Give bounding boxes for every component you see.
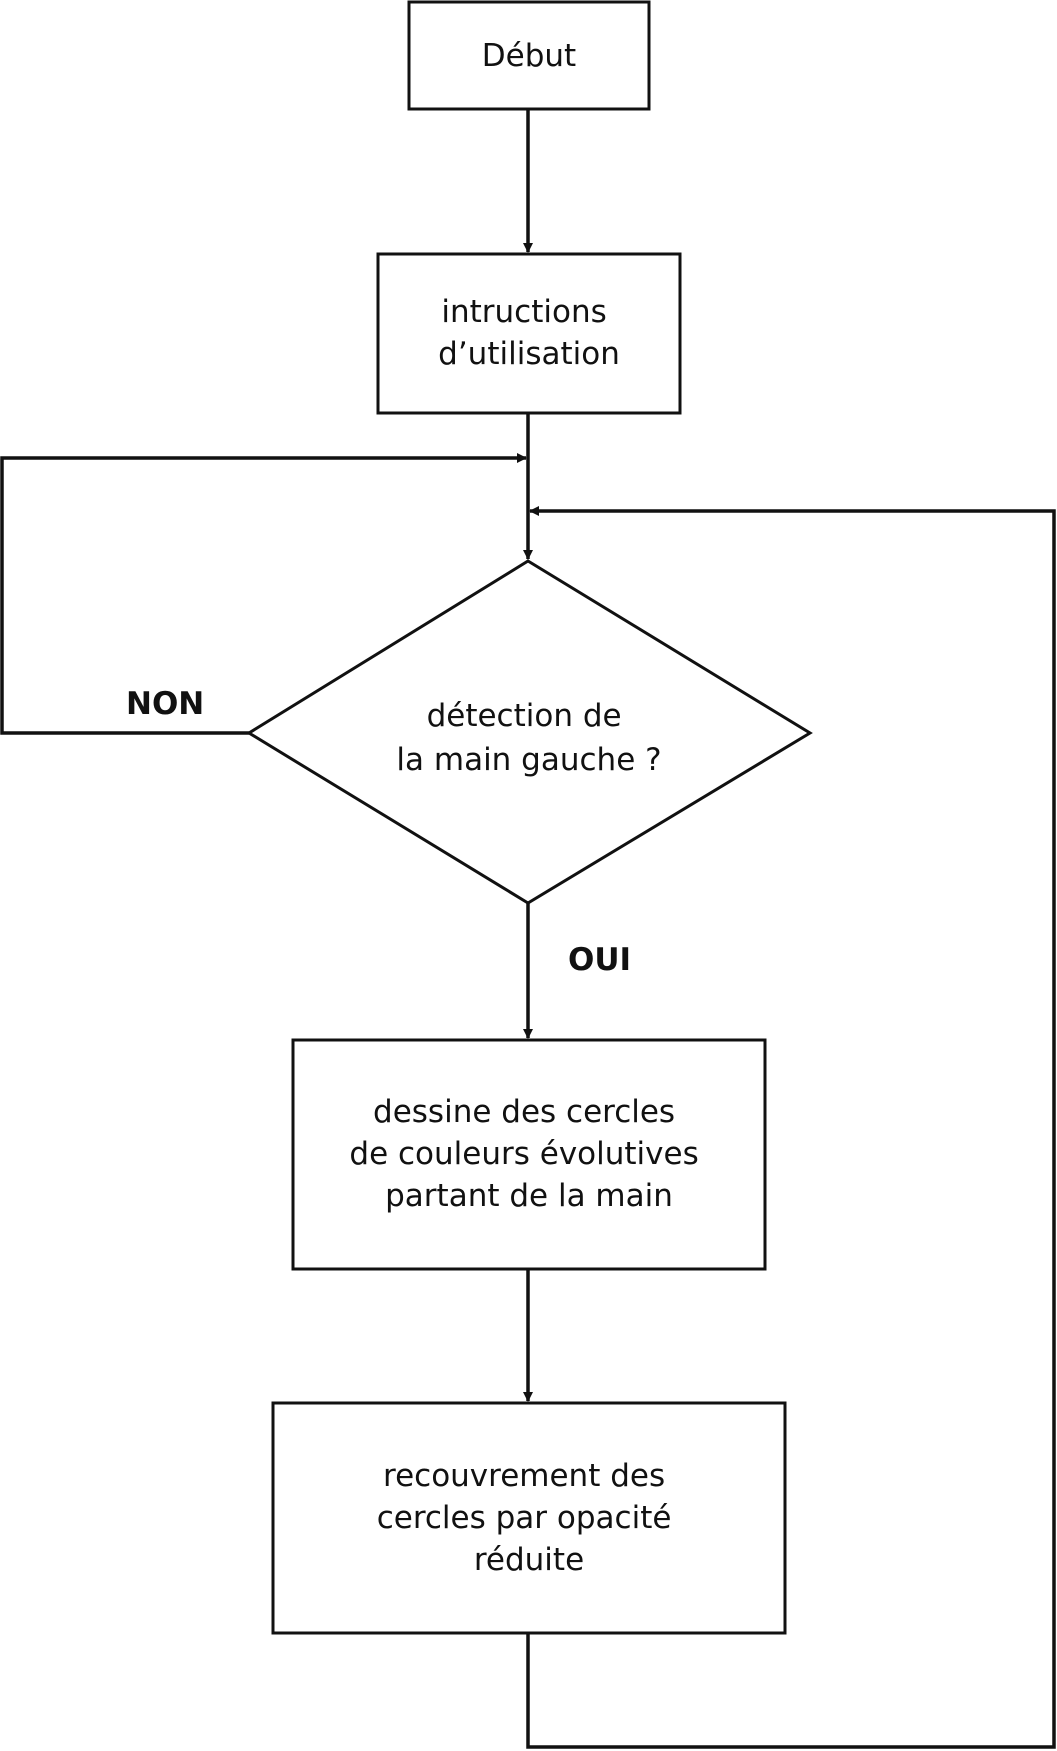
overlay-label: recouvrement des cercles par opacité réd… <box>377 1458 682 1578</box>
decision-label: détection de la main gauche ? <box>396 698 661 778</box>
yes-label: OUI <box>568 942 631 978</box>
draw-label: dessine des cercles de couleurs évolutiv… <box>349 1094 708 1214</box>
start-node <box>407 0 651 111</box>
draw-node <box>291 1038 767 1271</box>
no-label: NON <box>126 686 204 722</box>
edge-no-loop <box>0 453 527 735</box>
instructions-node <box>376 252 682 415</box>
start-label: Début <box>482 38 576 74</box>
instructions-label: intructions d’utilisation <box>438 294 620 372</box>
overlay-node <box>271 1401 787 1635</box>
edge-loop-back <box>526 506 1056 1749</box>
